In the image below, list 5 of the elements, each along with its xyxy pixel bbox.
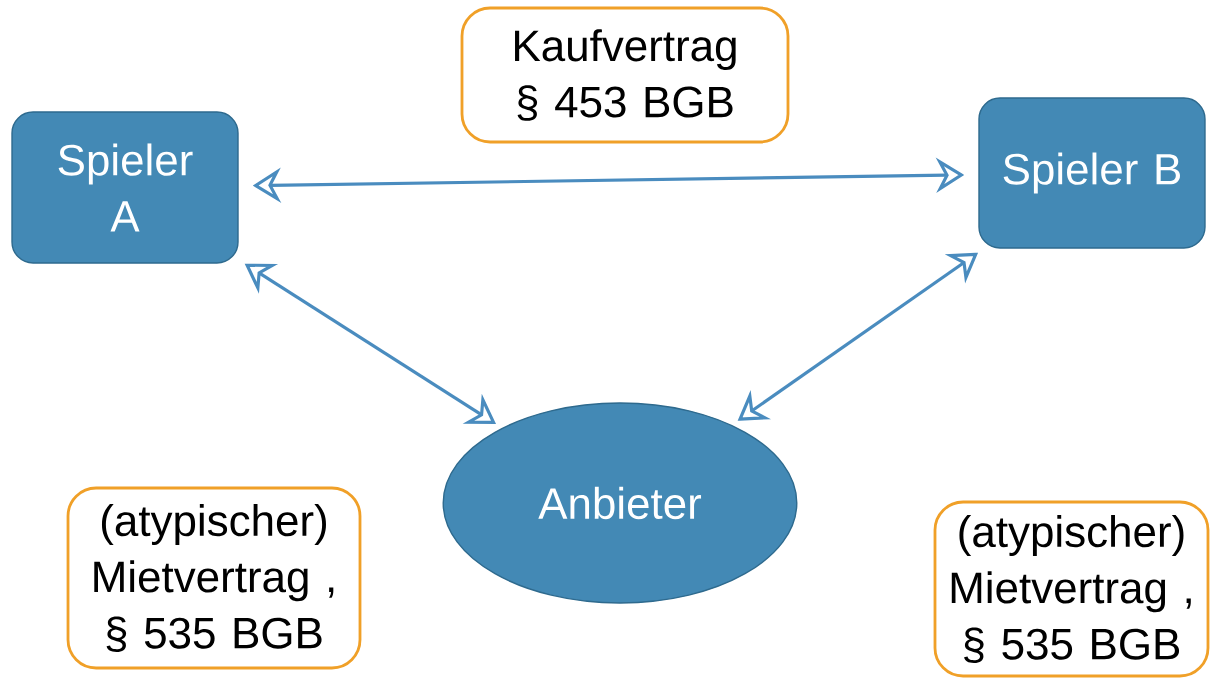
player-box: Spieler B xyxy=(978,97,1206,249)
contract-box: Kaufvertrag § 453 BGB xyxy=(460,6,790,144)
contract-box: (atypischer) Mietvertrag , § 535 BGB xyxy=(933,500,1210,678)
player-box: Spieler A xyxy=(11,111,239,264)
contract-box: (atypischer) Mietvertrag , § 535 BGB xyxy=(66,486,362,670)
